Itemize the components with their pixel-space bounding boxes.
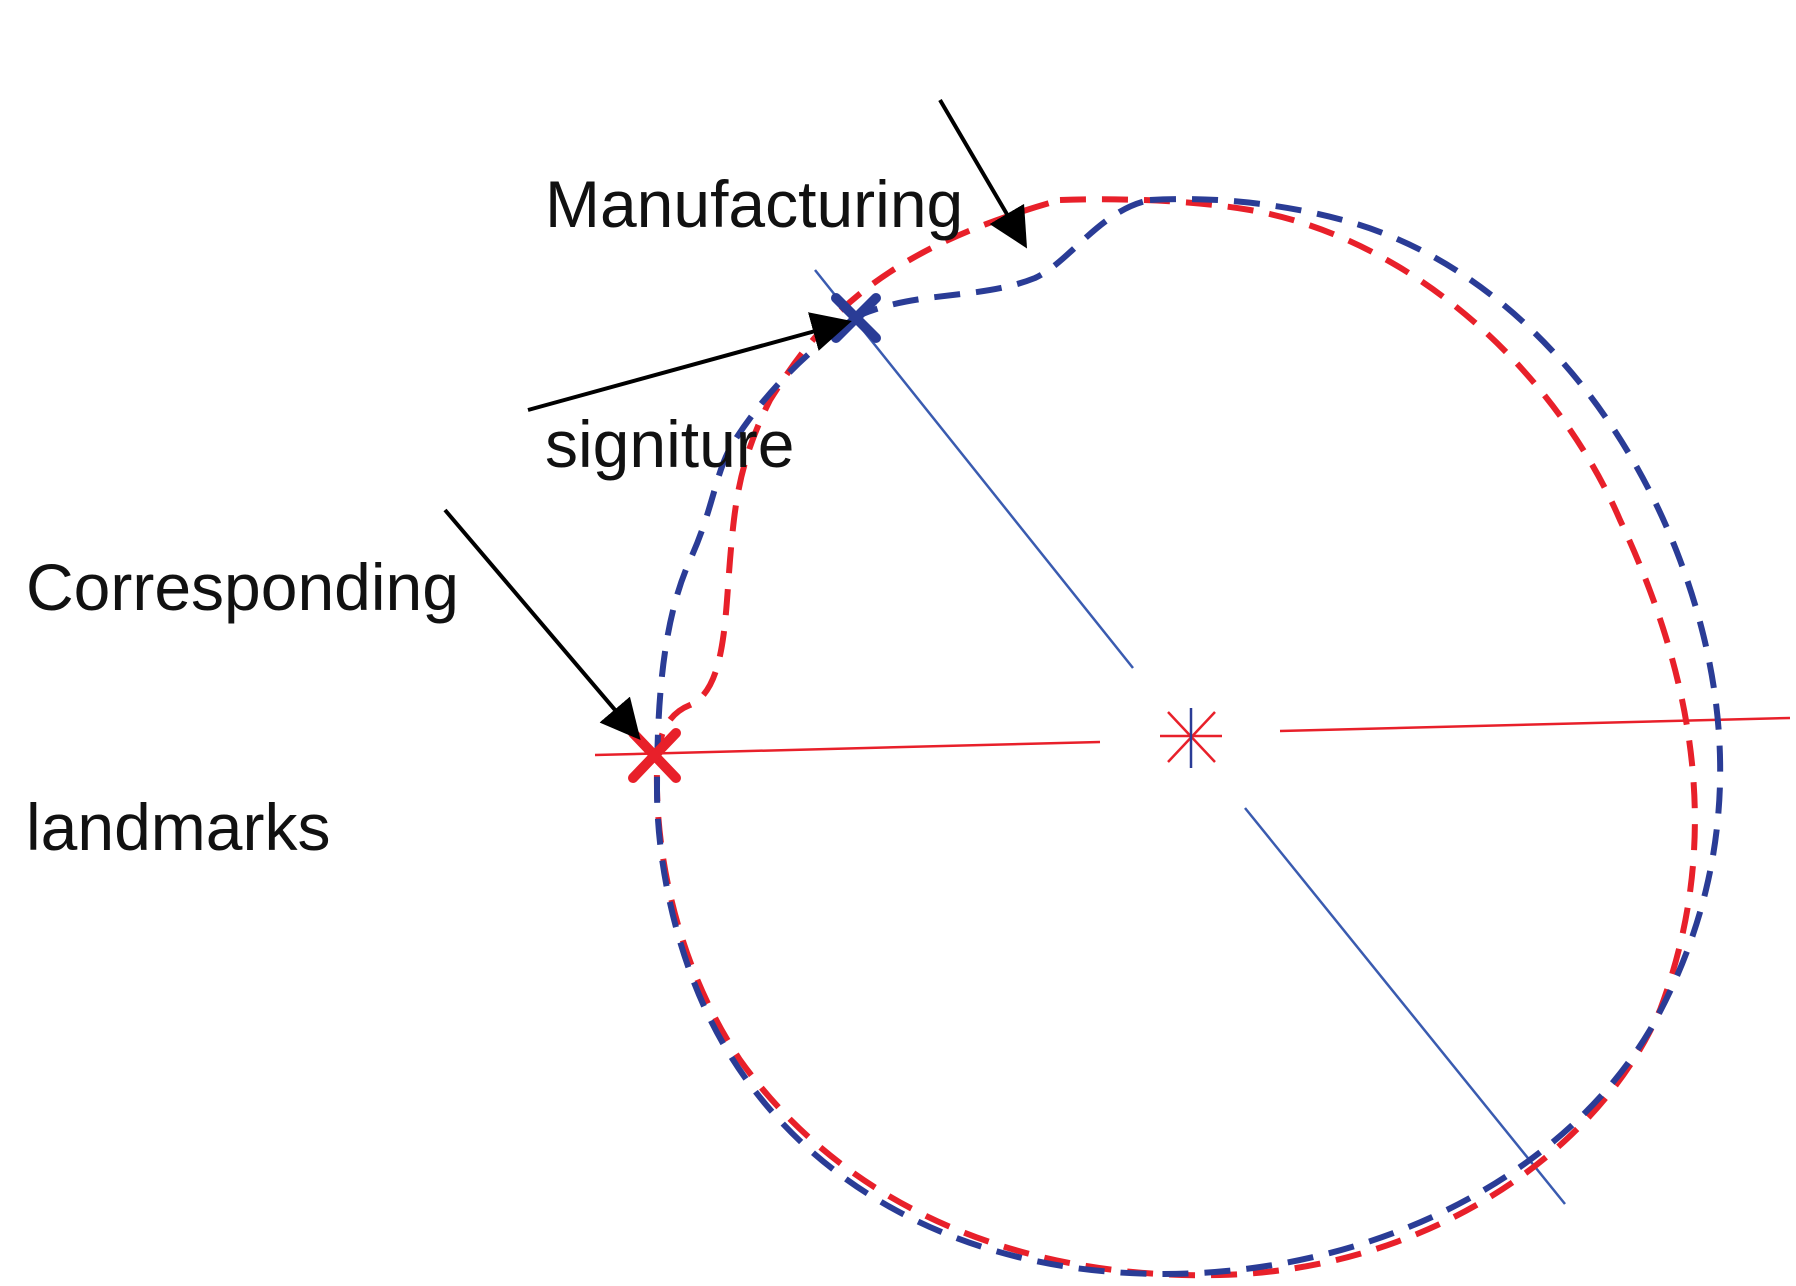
manufacturing-signature-line2: signiture <box>545 407 795 481</box>
manufacturing-signature-line1: Manufacturing <box>545 167 964 241</box>
corresponding-landmarks-line1: Corresponding <box>26 550 459 624</box>
arrow-to-manufacturing-signature <box>938 98 1028 249</box>
reference-profile-red <box>653 196 1698 1279</box>
arrow-to-red-landmark <box>443 508 641 741</box>
red-landmark-cross-icon <box>628 728 681 783</box>
manufacturing-signature-label: Manufacturing signiture <box>545 4 963 564</box>
arrow-to-blue-landmark <box>527 312 852 412</box>
center-marker <box>1160 708 1222 768</box>
red-axis-line <box>594 716 1791 757</box>
corresponding-landmarks-line2: landmarks <box>26 790 331 864</box>
corresponding-landmarks-label: Corresponding landmarks <box>26 387 459 947</box>
